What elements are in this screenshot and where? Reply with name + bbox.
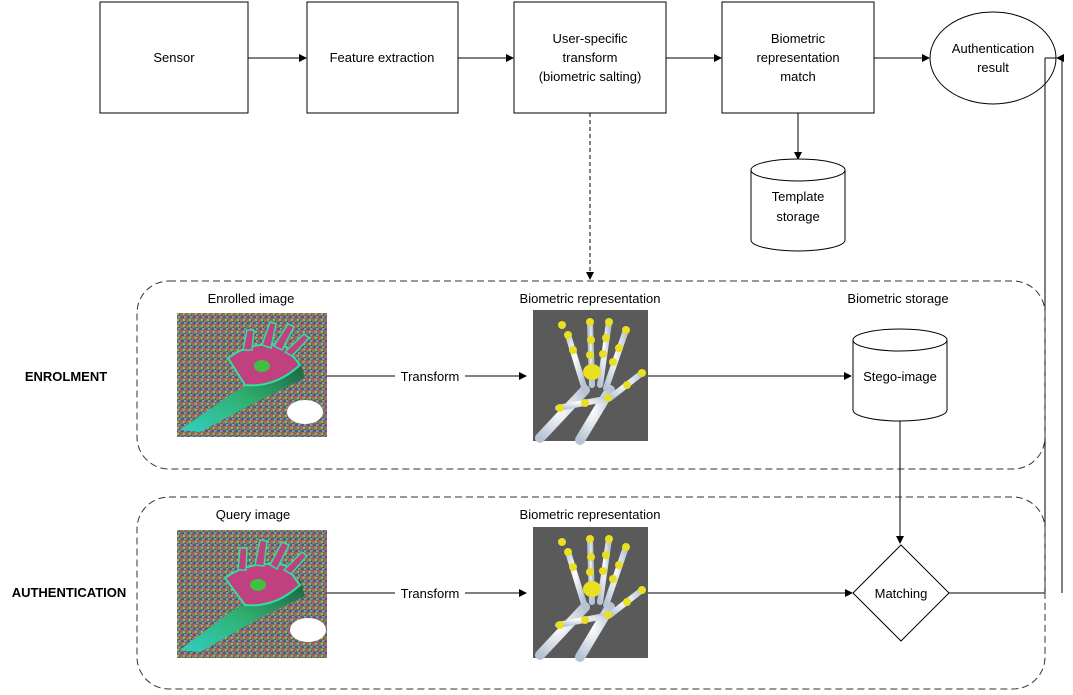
authentication-region xyxy=(136,496,1046,690)
enrolment-transform-label: Transform xyxy=(401,369,460,384)
enrolment-representation-label: Biometric representation xyxy=(520,291,661,306)
authentication-transform-label: Transform xyxy=(401,586,460,601)
result-label-line2: result xyxy=(977,60,1009,75)
matching-diamond: Matching xyxy=(852,544,950,642)
result-label-line1: Authentication xyxy=(952,41,1034,56)
enrolled-hand-image xyxy=(177,313,327,437)
template-label-line1: Template xyxy=(772,189,825,204)
feature-extraction-label: Feature extraction xyxy=(330,50,435,65)
stego-image-label: Stego-image xyxy=(863,369,937,384)
sensor-label: Sensor xyxy=(153,50,195,65)
query-image-label: Query image xyxy=(216,507,290,522)
match-label-line3: match xyxy=(780,69,815,84)
matching-label: Matching xyxy=(875,586,928,601)
enrolment-row-label: ENROLMENT xyxy=(25,369,107,384)
feedback-line xyxy=(949,58,1046,594)
authentication-result-ellipse: Authentication result xyxy=(929,11,1057,105)
template-storage-cylinder: Template storage xyxy=(750,158,846,252)
enrolled-image-label: Enrolled image xyxy=(208,291,295,306)
match-label-line1: Biometric xyxy=(771,31,826,46)
transform-label-line2: transform xyxy=(563,50,618,65)
template-label-line2: storage xyxy=(776,209,819,224)
authentication-representation-label: Biometric representation xyxy=(520,507,661,522)
stego-image-cylinder: Stego-image xyxy=(852,328,948,422)
query-hand-image xyxy=(177,530,327,658)
authentication-3d-hand-image xyxy=(533,527,648,662)
enrolment-region xyxy=(136,280,1046,470)
sensor-box: Sensor xyxy=(99,1,249,114)
authentication-row-label: AUTHENTICATION xyxy=(12,585,127,600)
enrolment-3d-hand-image xyxy=(533,310,648,445)
feature-extraction-box: Feature extraction xyxy=(306,1,459,114)
transform-label-line1: User-specific xyxy=(552,31,628,46)
transform-label-line3: (biometric salting) xyxy=(539,69,642,84)
representation-match-box: Biometric representation match xyxy=(721,1,875,114)
match-label-line2: representation xyxy=(756,50,839,65)
user-specific-transform-box: User-specific transform (biometric salti… xyxy=(513,1,667,114)
biometric-storage-label: Biometric storage xyxy=(847,291,948,306)
